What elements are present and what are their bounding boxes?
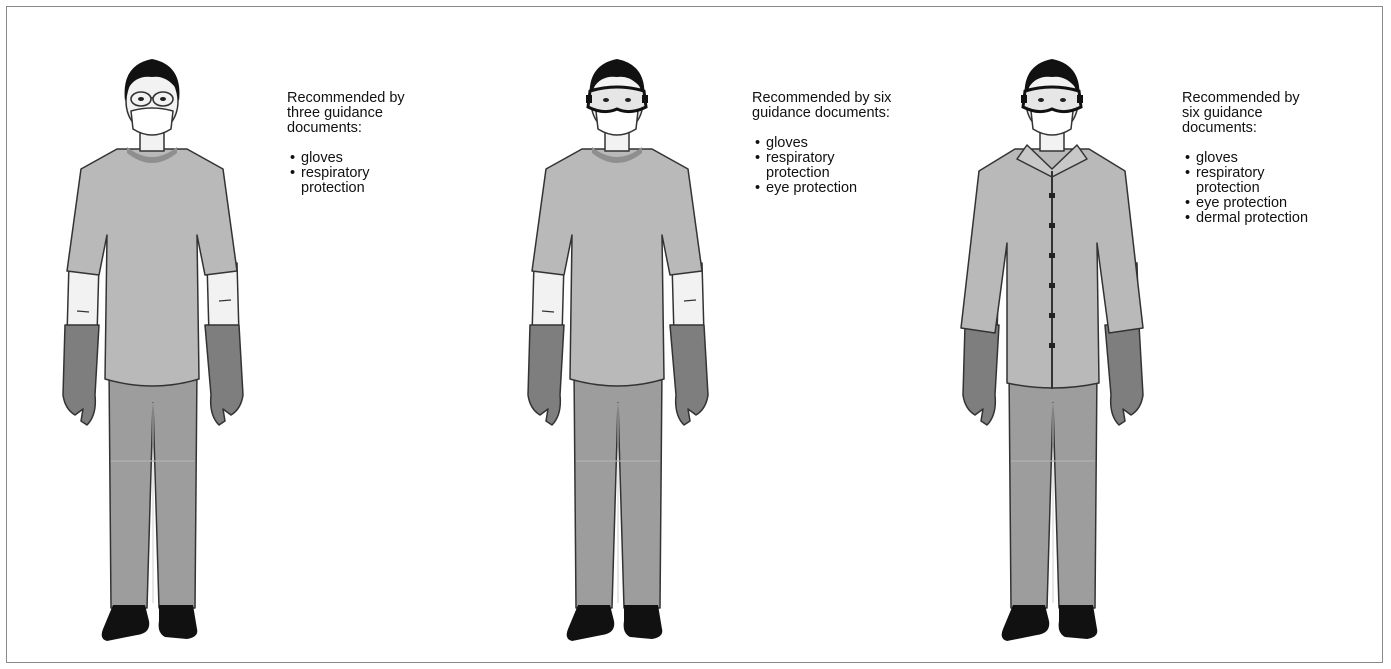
recommendation-caption: Recommended by six guidance documents: g…: [752, 91, 927, 196]
worker-figure-icon: [512, 43, 722, 663]
safety-goggles-icon: [1021, 87, 1083, 112]
ppe-item: gloves: [1182, 151, 1357, 166]
ppe-list: gloves respiratory protection eye protec…: [1182, 151, 1357, 226]
left-shoe: [1002, 605, 1050, 641]
ppe-panel-1: Recommended by three guidance documents:…: [7, 7, 466, 662]
ppe-list: gloves respiratory protection eye protec…: [752, 136, 927, 196]
ppe-item: eye protection: [752, 181, 927, 196]
pants: [109, 368, 197, 608]
ppe-item: respiratory protection: [1182, 166, 1357, 196]
ppe-panel-3: Recommended by six guidance documents: g…: [907, 7, 1366, 662]
right-shoe: [624, 605, 663, 639]
shirt-button: [1049, 343, 1055, 348]
glove-icon: [670, 325, 708, 425]
ppe-item: respiratory protection: [287, 166, 462, 196]
left-shoe: [102, 605, 150, 641]
left-shoe: [567, 605, 615, 641]
glove-icon: [63, 325, 99, 425]
eye: [603, 98, 609, 102]
shirt-button: [1049, 283, 1055, 288]
ppe-item: respiratory protection: [752, 151, 927, 181]
recommendation-heading: Recommended by six guidance documents:: [1182, 91, 1357, 136]
ppe-item: gloves: [287, 151, 462, 166]
worker-illustration: [512, 43, 722, 663]
glove-icon: [1105, 325, 1143, 425]
right-shoe: [1059, 605, 1098, 639]
eye: [1038, 98, 1044, 102]
shirt-button: [1049, 193, 1055, 198]
worker-illustration: [947, 43, 1157, 663]
shirt-button: [1049, 253, 1055, 258]
shirt-button: [1049, 313, 1055, 318]
recommendation-heading: Recommended by three guidance documents:: [287, 91, 462, 136]
recommendation-caption: Recommended by three guidance documents:…: [287, 91, 462, 196]
eye: [625, 98, 631, 102]
pants: [1009, 368, 1097, 608]
goggles-strap: [642, 95, 648, 103]
safety-goggles-icon: [586, 87, 648, 112]
recommendation-heading: Recommended by six guidance documents:: [752, 91, 927, 121]
ppe-item: eye protection: [1182, 196, 1357, 211]
glove-icon: [205, 325, 243, 425]
goggles-frame: [588, 87, 646, 112]
glove-icon: [528, 325, 564, 425]
right-shoe: [159, 605, 198, 639]
respirator-mask-icon: [131, 108, 173, 135]
ppe-list: gloves respiratory protection: [287, 151, 462, 196]
goggles-strap: [1021, 95, 1027, 103]
goggles-strap: [586, 95, 592, 103]
worker-illustration: [47, 43, 257, 663]
eye: [1060, 98, 1066, 102]
goggles-frame: [1023, 87, 1081, 112]
recommendation-caption: Recommended by six guidance documents: g…: [1182, 91, 1357, 226]
shirt-button: [1049, 223, 1055, 228]
pants: [574, 368, 662, 608]
ppe-panel-2: Recommended by six guidance documents: g…: [472, 7, 931, 662]
glove-icon: [963, 325, 999, 425]
worker-figure-icon: [947, 43, 1157, 663]
ppe-item: gloves: [752, 136, 927, 151]
worker-figure-icon: [47, 43, 257, 663]
goggles-strap: [1077, 95, 1083, 103]
ppe-item: dermal protection: [1182, 211, 1357, 226]
eye: [160, 97, 166, 101]
figure-frame: Recommended by three guidance documents:…: [6, 6, 1383, 663]
eye: [138, 97, 144, 101]
